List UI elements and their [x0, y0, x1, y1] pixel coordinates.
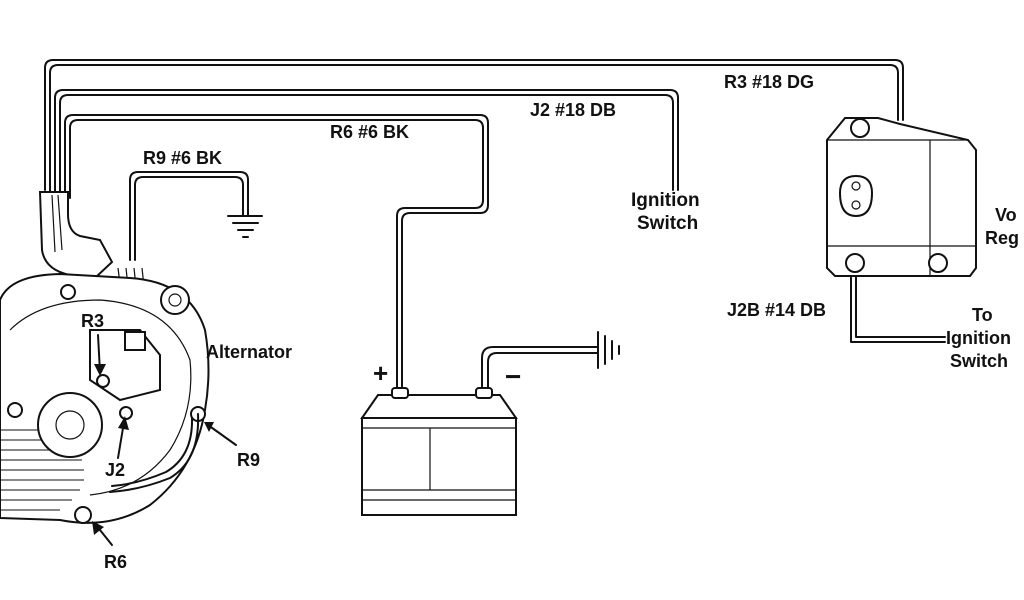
terminal-label-r6: R6	[104, 552, 127, 572]
wire-label-r9: R9 #6 BK	[143, 148, 222, 168]
wire-battery-negative	[481, 346, 599, 393]
battery-positive-label: +	[373, 358, 388, 388]
alternator-label: Alternator	[206, 342, 292, 362]
terminal-label-r3: R3	[81, 311, 104, 331]
ground-symbol-battery	[597, 331, 620, 369]
ignition-switch-label-line2: Switch	[637, 213, 698, 234]
wire-label-r3: R3 #18 DG	[724, 72, 814, 92]
voltage-regulator	[826, 117, 977, 277]
ignition-switch-label-line1: Ignition	[631, 190, 700, 211]
regulator-label-line2: Reg	[985, 228, 1019, 248]
to-ignition-label-line1: To	[972, 305, 993, 325]
wire-j2b	[850, 271, 946, 343]
wire-label-r6: R6 #6 BK	[330, 122, 409, 142]
regulator-label-line1: Vo	[995, 205, 1017, 225]
wire-r6	[64, 114, 489, 393]
wire-r9	[129, 171, 249, 261]
wire-label-j2b: J2B #14 DB	[727, 300, 826, 320]
terminal-label-r9: R9	[237, 450, 260, 470]
to-ignition-label-line2: Ignition	[946, 328, 1011, 348]
wire-j2	[54, 89, 679, 197]
alternator	[0, 191, 210, 524]
battery-negative-label: −	[505, 361, 521, 392]
terminal-label-j2: J2	[105, 460, 125, 480]
ground-symbol-r9	[227, 215, 263, 238]
wire-label-j2: J2 #18 DB	[530, 100, 616, 120]
wire-r3	[44, 59, 904, 193]
to-ignition-label-line3: Switch	[950, 351, 1008, 371]
terminal-arrows	[92, 334, 237, 546]
battery: + −	[360, 358, 521, 516]
